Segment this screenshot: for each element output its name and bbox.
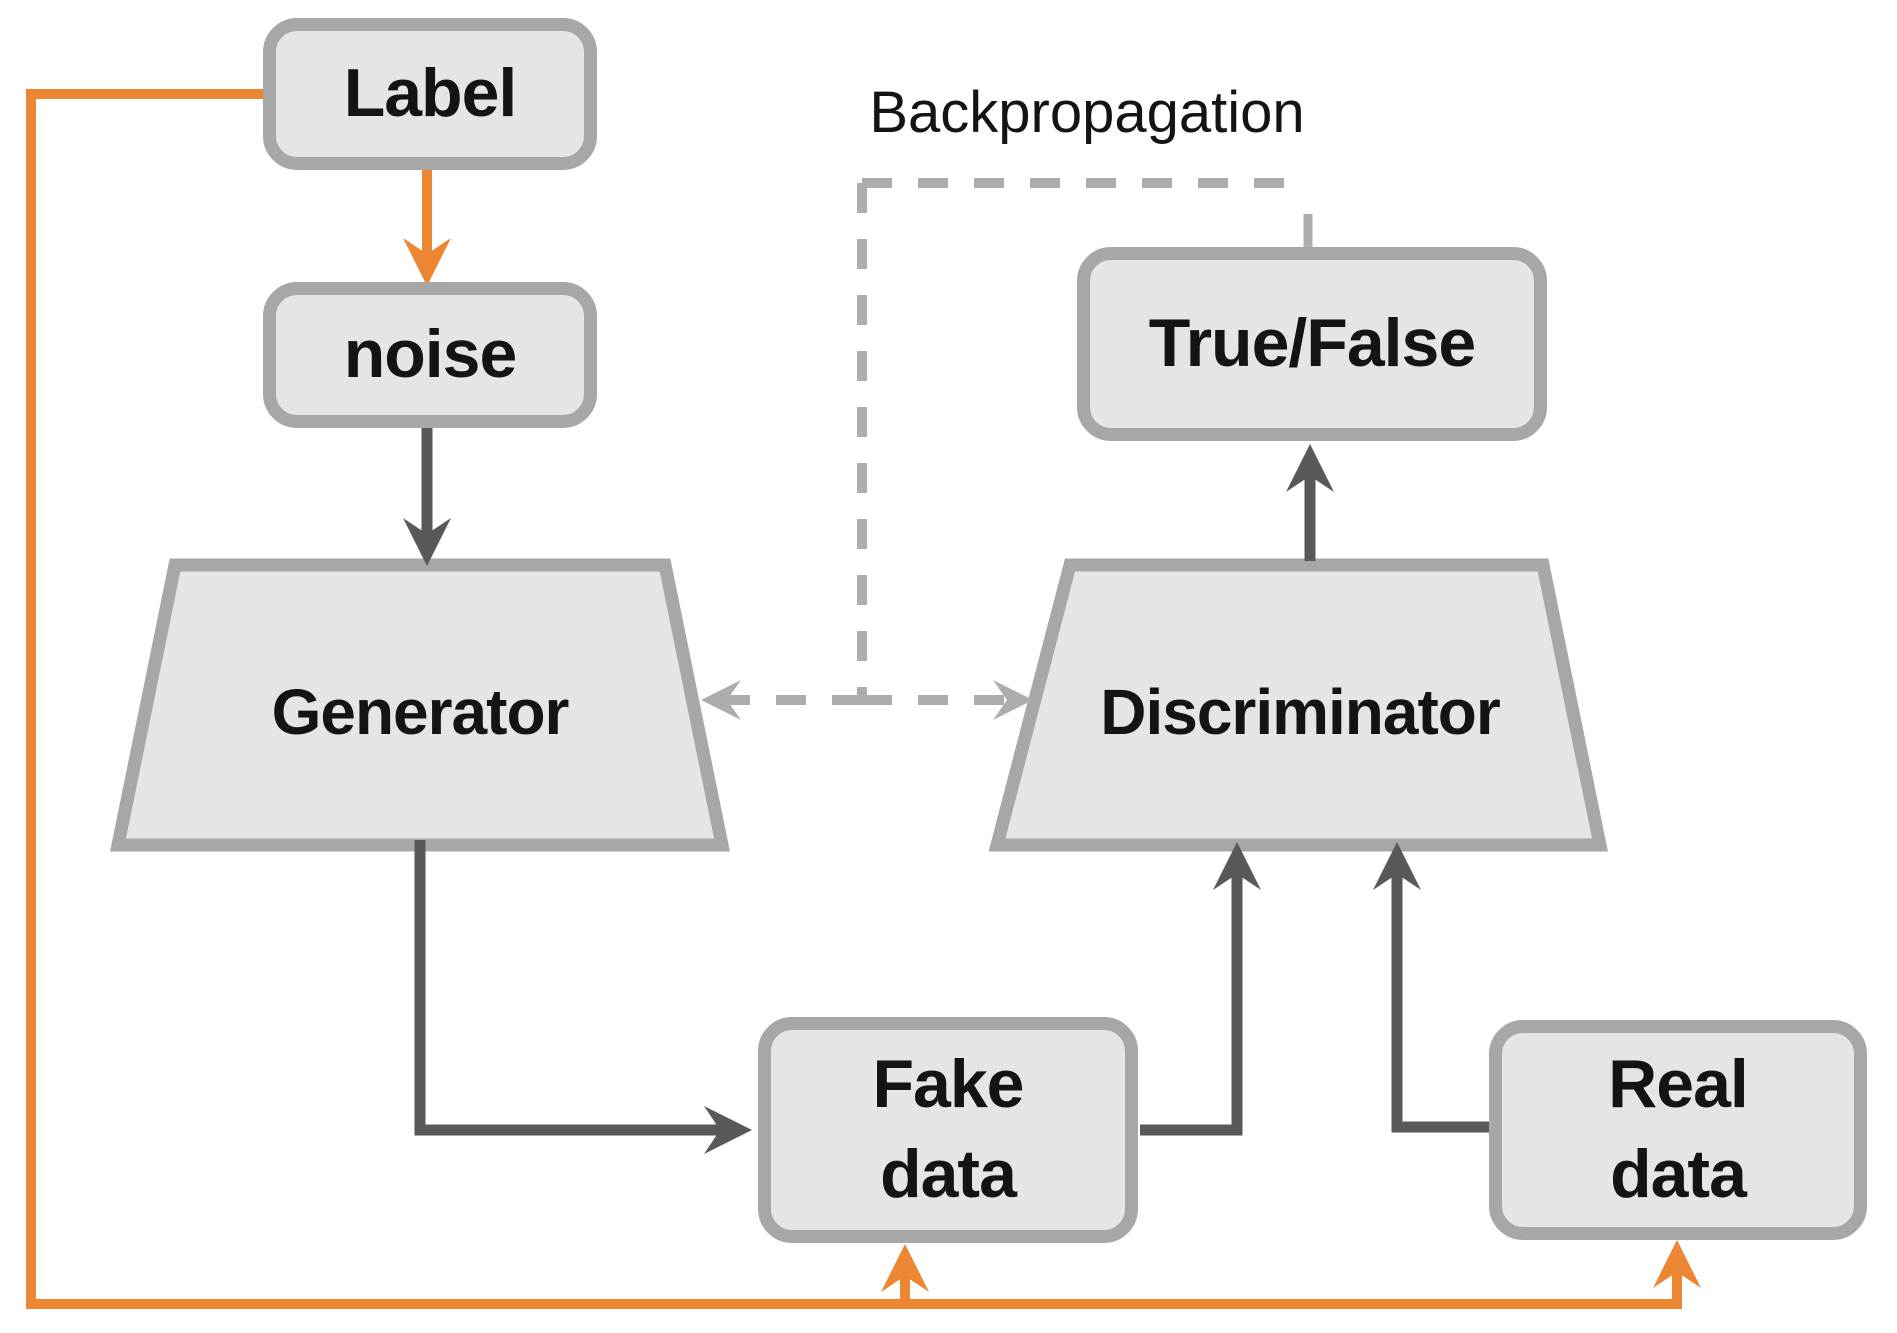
node-fake-data: Fake data <box>758 1017 1138 1243</box>
node-fake-data-line2: data <box>880 1136 1017 1212</box>
arrowhead-up-into-discriminator-right <box>1373 842 1421 890</box>
generator-label: Generator <box>271 676 570 748</box>
backpropagation-label: Backpropagation <box>869 79 1305 145</box>
node-real-data-line2: data <box>1610 1136 1747 1212</box>
edge-real-data-to-discriminator <box>1391 872 1489 1133</box>
arrowhead-up-into-real-data <box>1653 1240 1701 1288</box>
discriminator-trapezoid <box>988 558 1608 852</box>
node-noise-text: noise <box>343 316 518 393</box>
node-real-data-line1: Real <box>1608 1046 1749 1123</box>
arrowhead-down-into-noise <box>403 238 451 286</box>
node-fake-data-line1: Fake <box>872 1046 1025 1123</box>
node-real-data: Real data <box>1489 1020 1867 1240</box>
discriminator-label: Discriminator <box>1100 676 1501 748</box>
arrowhead-up-into-fake-data <box>881 1244 929 1292</box>
arrowhead-left-into-generator <box>701 680 741 720</box>
node-noise: noise <box>263 282 597 428</box>
arrowhead-right-into-fake-data <box>704 1106 752 1154</box>
arrowhead-down-into-generator <box>403 518 451 566</box>
edge-generator-to-fake-data <box>414 840 722 1136</box>
arrowhead-right-into-discriminator <box>993 680 1033 720</box>
arrowhead-up-into-discriminator-left <box>1213 842 1261 890</box>
node-label: Label <box>263 18 597 170</box>
edge-label-to-bottom-route <box>26 89 1682 1309</box>
arrowhead-up-into-true-false <box>1286 444 1334 492</box>
edge-fake-data-to-discriminator <box>1140 872 1243 1136</box>
node-true-false-text: True/False <box>1148 305 1476 382</box>
generator-trapezoid <box>110 558 730 852</box>
node-true-false: True/False <box>1077 247 1547 441</box>
node-label-text: Label <box>343 55 518 132</box>
